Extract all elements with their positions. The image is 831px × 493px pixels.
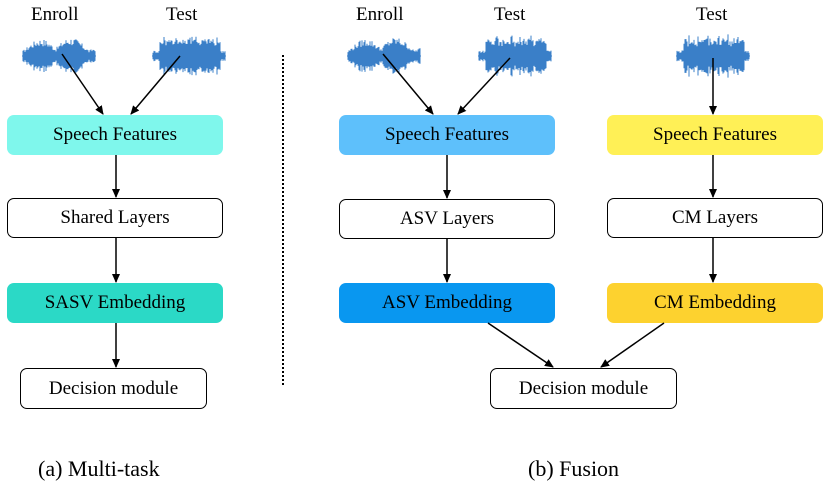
- arrow-cm-embedding-to-decision: [600, 322, 665, 368]
- decision-module-box-a: Decision module: [20, 368, 207, 409]
- cm-layers-label: CM Layers: [671, 207, 758, 228]
- cm-speech-features-label: Speech Features: [653, 124, 777, 145]
- enroll-label-a: Enroll: [31, 4, 79, 25]
- speech-features-label-a: Speech Features: [53, 124, 177, 145]
- decision-module-box-b: Decision module: [490, 368, 677, 409]
- test-label-b-cm: Test: [696, 4, 728, 25]
- cm-layers-box: CM Layers: [607, 198, 823, 238]
- arrow-test-to-features-a: [130, 55, 181, 115]
- shared-layers-box: Shared Layers: [7, 198, 223, 238]
- test-waveform-icon-a: [152, 36, 226, 76]
- decision-module-label-a: Decision module: [48, 377, 179, 399]
- arrow-enroll-to-features-a: [61, 53, 104, 115]
- enroll-label-b: Enroll: [356, 4, 404, 25]
- shared-layers-label: Shared Layers: [60, 207, 170, 228]
- asv-speech-features-box: Speech Features: [339, 115, 555, 155]
- speech-features-box-a: Speech Features: [7, 115, 223, 155]
- asv-layers-box: ASV Layers: [339, 199, 555, 239]
- asv-embedding-box: ASV Embedding: [339, 283, 555, 323]
- test-waveform-icon-b-cm: [676, 34, 750, 78]
- cm-embedding-label: CM Embedding: [654, 292, 776, 313]
- cm-speech-features-box: Speech Features: [607, 115, 823, 155]
- sasv-embedding-label: SASV Embedding: [44, 292, 186, 313]
- arrow-enroll-to-features-b: [382, 53, 434, 115]
- asv-layers-label: ASV Layers: [399, 208, 495, 229]
- test-label-a: Test: [166, 4, 198, 25]
- test-waveform-icon-b-asv: [478, 35, 552, 77]
- cm-embedding-box: CM Embedding: [607, 283, 823, 323]
- sasv-embedding-box: SASV Embedding: [7, 283, 223, 323]
- arrow-test-to-features-b: [457, 57, 511, 115]
- arrow-asv-embedding-to-decision: [487, 322, 554, 368]
- decision-module-label-b: Decision module: [518, 377, 649, 399]
- panel-divider: [282, 55, 284, 385]
- caption-a: (a) Multi-task: [38, 456, 160, 481]
- enroll-waveform-icon-b: [347, 38, 421, 74]
- test-label-b-asv: Test: [494, 4, 526, 25]
- caption-b: (b) Fusion: [528, 456, 620, 481]
- asv-embedding-label: ASV Embedding: [381, 292, 512, 313]
- asv-speech-features-label: Speech Features: [385, 124, 509, 145]
